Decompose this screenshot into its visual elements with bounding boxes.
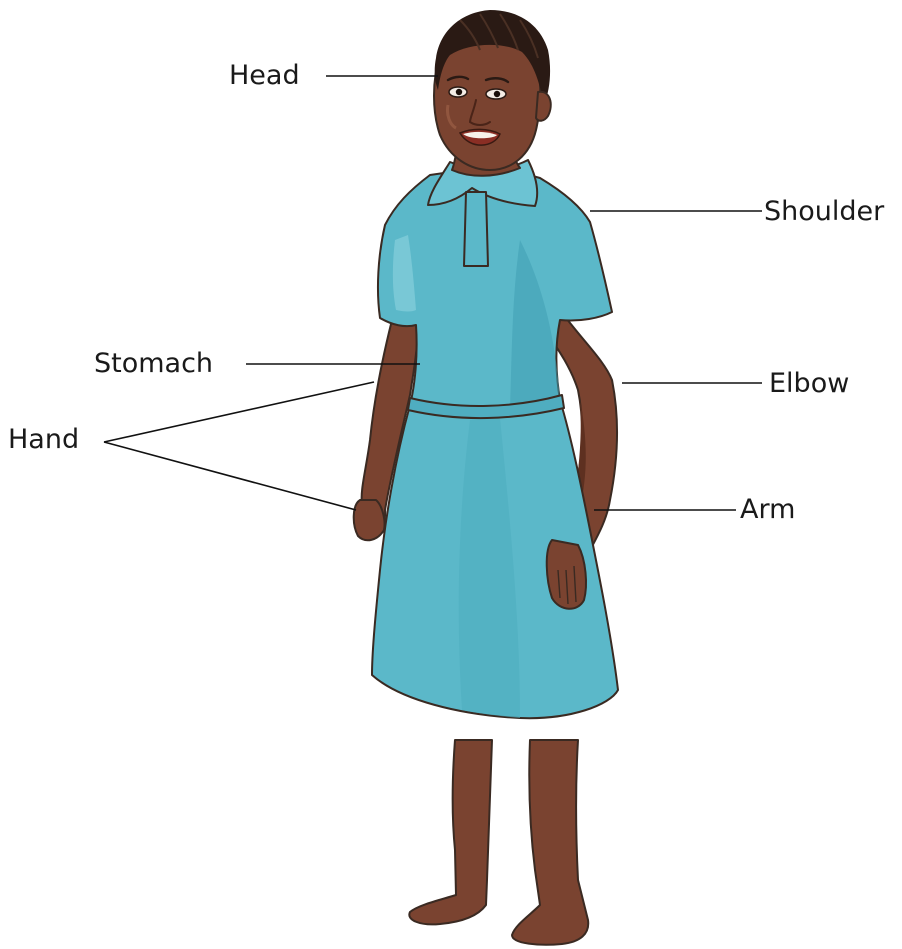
label-hand: Hand <box>8 424 79 455</box>
girl-illustration <box>354 10 618 945</box>
label-arm: Arm <box>740 494 795 525</box>
left-hand <box>354 500 385 540</box>
face <box>434 39 540 170</box>
leader-hand-lower <box>104 442 356 510</box>
label-shoulder-group: Shoulder <box>590 196 885 227</box>
label-stomach: Stomach <box>94 348 213 379</box>
dress-placket <box>464 192 488 266</box>
label-shoulder: Shoulder <box>764 196 885 227</box>
label-elbow-group: Elbow <box>622 368 849 399</box>
label-arm-group: Arm <box>594 494 795 525</box>
label-elbow: Elbow <box>769 368 849 399</box>
pupil-right <box>494 91 500 97</box>
leader-hand-upper <box>104 382 374 442</box>
right-leg <box>512 740 588 945</box>
label-stomach-group: Stomach <box>94 348 420 379</box>
label-head: Head <box>229 60 300 91</box>
label-hand-group: Hand <box>8 382 374 510</box>
label-head-group: Head <box>229 60 438 91</box>
ear <box>536 92 551 121</box>
pupil-left <box>456 89 462 95</box>
left-leg <box>409 740 492 924</box>
